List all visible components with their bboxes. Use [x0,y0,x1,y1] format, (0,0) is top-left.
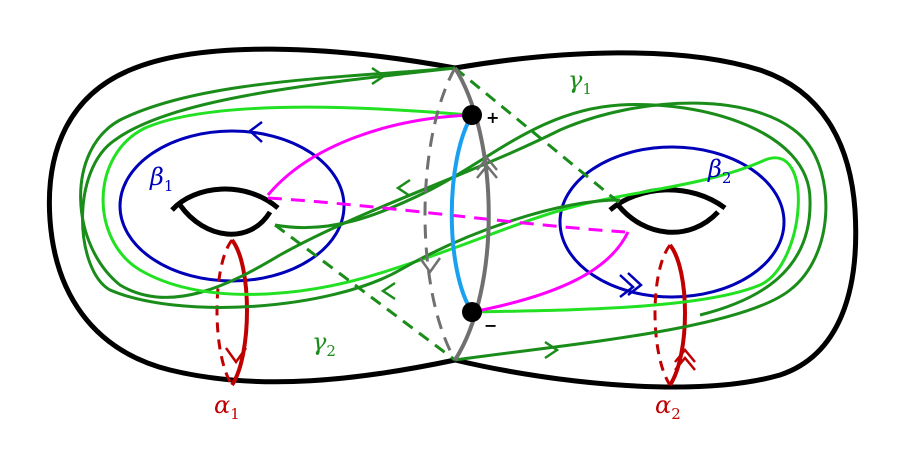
right-handle-hole [608,187,727,235]
gray-meridian-back [423,67,457,361]
gray-arrow-icon [418,257,442,275]
gray-double-arrow-icon [476,156,498,179]
beta1-label: β1 [149,163,173,195]
gamma-dashed-upper [454,66,623,207]
minus-sign-label: − [484,316,497,335]
left-handle-hole [170,186,280,237]
minus-point [462,302,482,322]
plus-point [462,105,482,125]
gray-meridian-front [453,66,491,362]
magenta-lower-curve [471,231,630,314]
gamma-dashed-lower [274,223,456,362]
gamma1-label: γ1 [568,66,592,98]
alpha2-curve [653,243,696,387]
magenta-upper-curve [266,113,473,196]
beta2-curve [558,145,786,299]
beta1-arrow-icon [248,121,263,143]
beta1-curve [118,129,346,283]
plus-sign-label: + [486,108,499,127]
alpha2-arrow-icon [674,348,696,371]
cyan-arc [449,113,474,314]
gamma2-curve [81,66,812,317]
gamma-light-curve [101,105,800,314]
alpha1-label: α1 [214,391,240,423]
gamma2-label: γ2 [312,328,336,360]
beta2-label: β2 [707,155,731,187]
beta2-arrow-icon [619,272,643,298]
alpha1-curve [215,238,249,387]
alpha2-label: α2 [655,391,681,423]
